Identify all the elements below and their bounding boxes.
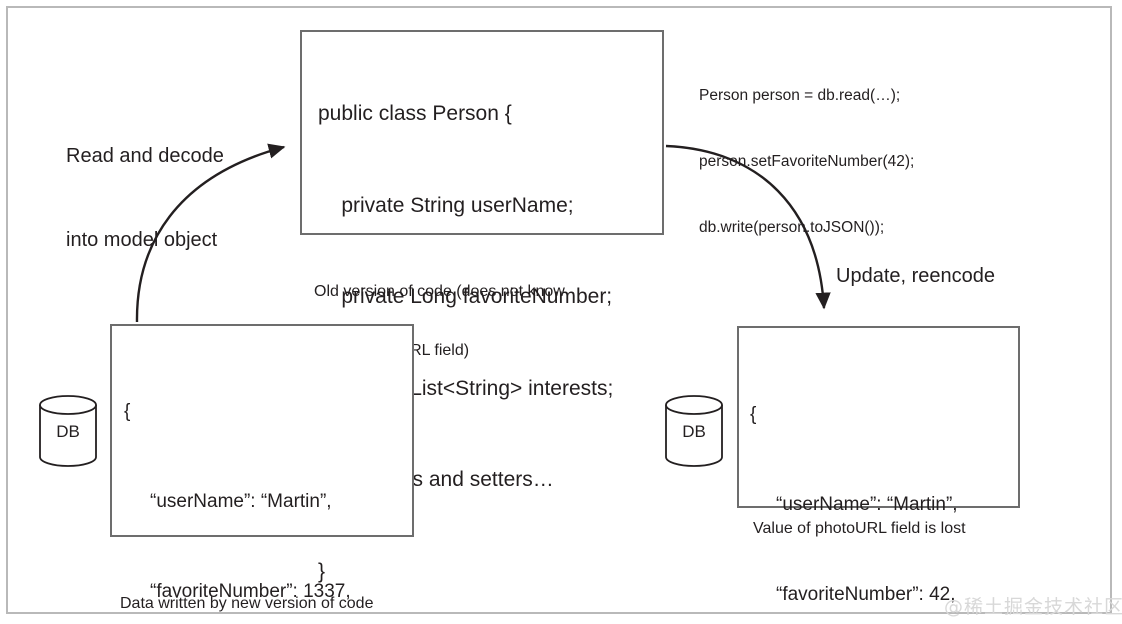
- rewritten-record-json: { “userName”: “Martin”, “favoriteNumber”…: [750, 340, 960, 624]
- label-line: Update, reencode: [836, 265, 996, 287]
- json-line: “userName”: “Martin”,: [776, 494, 958, 515]
- person-class-code: public class Person { private String use…: [318, 38, 658, 624]
- json-line: “favoriteNumber”: 1337,: [150, 581, 351, 602]
- label-line: Read and decode: [66, 145, 224, 167]
- rewritten-record-box: [737, 326, 1020, 508]
- stored-record-json: { “userName”: “Martin”, “favoriteNumber”…: [124, 337, 351, 624]
- json-line: “favoriteNumber”: 42,: [776, 584, 956, 605]
- json-line: {: [750, 404, 757, 425]
- snippet-line: person.setFavoriteNumber(42);: [699, 153, 915, 170]
- database-cylinder-icon-right: DB: [665, 395, 723, 467]
- caption-line: Old version of code (does not know: [314, 283, 565, 301]
- db-label: DB: [682, 422, 706, 441]
- code-line: private String userName;: [318, 193, 574, 217]
- db-label: DB: [56, 422, 80, 441]
- person-class-box: [300, 30, 664, 235]
- label-line: into model object: [66, 229, 218, 251]
- database-cylinder-icon-left: DB: [39, 395, 97, 467]
- json-line: “userName”: “Martin”,: [150, 491, 332, 512]
- usage-code-snippet: Person person = db.read(…); person.setFa…: [699, 41, 914, 283]
- stored-record-caption: Data written by new version of code (inc…: [120, 549, 373, 624]
- code-line: public class Person {: [318, 102, 512, 125]
- json-line: {: [124, 401, 131, 422]
- rewritten-record-caption: Value of photoURL field is lost: [753, 520, 966, 537]
- code-line: private Long favoriteNumber;: [318, 285, 613, 308]
- read-and-decode-label: Read and decode into model object: [66, 86, 224, 310]
- snippet-line: db.write(person.toJSON());: [699, 219, 885, 236]
- code-line: }: [318, 559, 326, 583]
- stored-record-box: [110, 324, 414, 537]
- watermark: @稀土掘金技术社区: [944, 596, 1122, 618]
- caption-line: Data written by new version of code: [120, 595, 374, 612]
- snippet-line: Person person = db.read(…);: [699, 87, 901, 104]
